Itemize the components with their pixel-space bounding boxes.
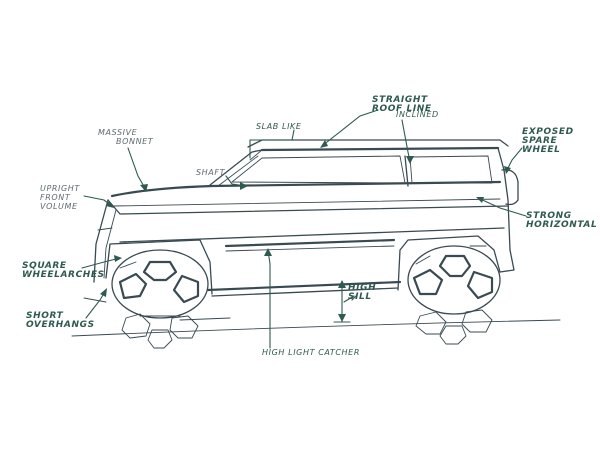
rear-wheel — [407, 245, 501, 345]
annotation-line: Roof line — [372, 104, 432, 114]
annotation-line: Square — [22, 261, 67, 271]
annotation-line: Front — [40, 193, 71, 202]
annotation-upright-front-volume: Upright Front Volume — [40, 184, 80, 211]
annotation-massive-bonnet: Massive Bonnet — [98, 128, 153, 146]
annotation-line: Overhangs — [26, 320, 95, 330]
annotation-straight-roofline: Straight Roof line — [372, 96, 432, 114]
annotation-line: High — [348, 283, 377, 293]
annotation-line: Wheelarches — [22, 270, 105, 280]
annotation-short-overhangs: Short Overhangs — [26, 312, 95, 330]
sill-height-dimension — [333, 280, 355, 323]
annotation-strong-horizontal: Strong Horizontal — [526, 212, 597, 230]
annotation-line: Spare — [522, 136, 558, 146]
annotation-line: Massive — [98, 128, 138, 137]
annotation-line: High light catcher — [262, 348, 360, 357]
annotation-line: Straight — [372, 95, 428, 105]
annotation-line: Exposed — [522, 127, 574, 137]
annotation-line: Inclined — [396, 110, 439, 119]
annotation-line: Volume — [40, 202, 78, 211]
annotation-highlight-catcher: High light catcher — [262, 348, 360, 357]
annotation-slab-like: Slab like — [256, 122, 302, 131]
annotation-leaders — [81, 109, 527, 349]
vehicle-body — [71, 139, 561, 337]
annotation-line: Upright — [40, 184, 80, 193]
annotation-line: Horizontal — [526, 220, 598, 230]
annotation-high-sill: High Sill — [348, 284, 376, 302]
front-wheel — [111, 249, 209, 349]
annotation-line: Strong — [526, 211, 572, 221]
annotation-line: wheel — [522, 145, 561, 155]
annotation-line: Short — [26, 311, 64, 321]
annotation-square-wheelarches: Square Wheelarches — [22, 262, 105, 280]
annotation-exposed-spare-wheel: Exposed Spare wheel — [522, 128, 574, 155]
annotation-inclined: Inclined — [396, 110, 439, 119]
annotation-line: Slab like — [256, 122, 302, 131]
annotation-line: Sill — [348, 292, 372, 302]
annotation-line: Shaft — [196, 168, 226, 177]
annotation-shaft: Shaft — [196, 168, 225, 177]
annotation-line: Bonnet — [116, 137, 154, 146]
